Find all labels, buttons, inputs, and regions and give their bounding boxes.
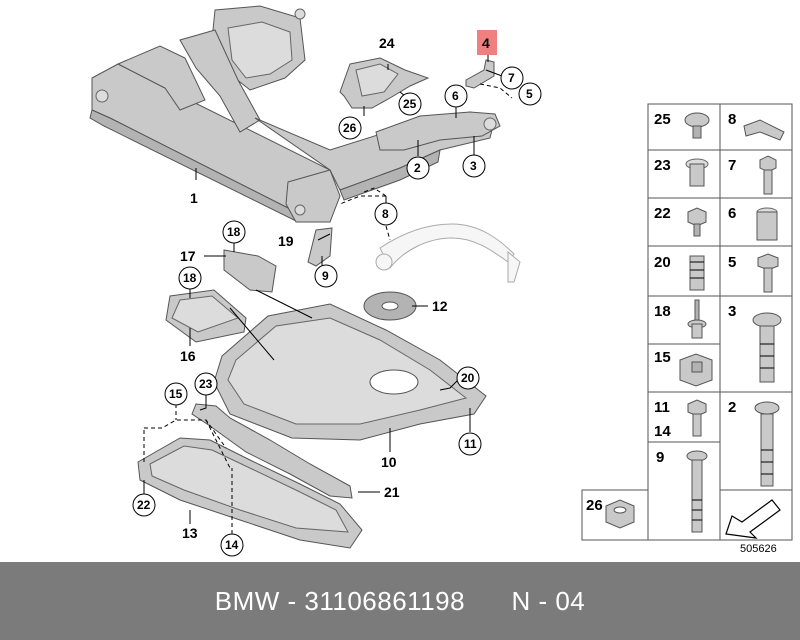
callout-6: 6 xyxy=(452,89,459,103)
fastener-25-icon xyxy=(684,112,710,139)
leader-lines xyxy=(143,54,513,534)
callout-25: 25 xyxy=(403,97,417,111)
callout-13: 13 xyxy=(182,525,198,541)
callout-18-a: 18 xyxy=(227,225,241,239)
legend-20: 20 xyxy=(654,254,671,271)
fastener-3-icon xyxy=(752,312,782,383)
callout-11: 11 xyxy=(464,437,477,451)
legend-7: 7 xyxy=(728,157,736,174)
callout-7: 7 xyxy=(508,71,515,85)
fastener-18-icon xyxy=(687,299,707,339)
fastener-8-icon xyxy=(743,119,785,141)
fastener-11-icon xyxy=(687,399,707,437)
callout-19: 19 xyxy=(278,233,294,249)
legend-9: 9 xyxy=(656,449,664,466)
legend-25: 25 xyxy=(654,111,671,128)
shield-13 xyxy=(137,437,363,549)
fastener-15-icon xyxy=(679,353,713,387)
callout-17: 17 xyxy=(180,248,196,264)
parts-diagram: 1 2 3 4 5 6 7 8 9 10 11 12 13 14 15 16 1… xyxy=(89,5,793,557)
fastener-2-icon xyxy=(754,401,780,487)
direction-arrow-icon xyxy=(725,499,781,539)
legend-3: 3 xyxy=(728,303,736,320)
underbody-panel-10 xyxy=(213,303,487,441)
legend-11: 11 xyxy=(654,399,670,416)
control-arm xyxy=(375,223,521,283)
bracket-19 xyxy=(307,227,333,267)
callout-10: 10 xyxy=(381,454,397,470)
bracket-assembly xyxy=(375,111,501,151)
callout-9: 9 xyxy=(322,269,329,283)
fastener-5-icon xyxy=(757,253,779,293)
callout-21: 21 xyxy=(384,484,400,500)
callout-26: 26 xyxy=(343,121,357,135)
callout-4: 4 xyxy=(482,35,490,51)
callout-3: 3 xyxy=(470,159,477,173)
fastener-23-icon xyxy=(685,158,709,187)
legend-22: 22 xyxy=(654,205,671,222)
legend-15: 15 xyxy=(654,349,671,366)
shield-16 xyxy=(165,289,247,343)
callout-2: 2 xyxy=(414,161,421,175)
callout-24: 24 xyxy=(379,35,395,51)
fastener-22-icon xyxy=(687,207,707,237)
shield-17 xyxy=(223,249,277,293)
fastener-26-icon xyxy=(605,499,635,529)
legend-26: 26 xyxy=(586,497,603,514)
callout-1: 1 xyxy=(190,190,198,206)
callout-8: 8 xyxy=(382,207,389,221)
callout-20: 20 xyxy=(461,371,475,385)
legend-18: 18 xyxy=(654,303,671,320)
callout-15: 15 xyxy=(169,387,183,401)
legend-14: 14 xyxy=(654,423,671,440)
callout-22: 22 xyxy=(137,498,151,512)
legend-2: 2 xyxy=(728,399,736,416)
heat-shield-24 xyxy=(339,57,430,109)
legend-6: 6 xyxy=(728,205,736,222)
legend-23: 23 xyxy=(654,157,671,174)
fastener-6-icon xyxy=(756,207,778,241)
highlight-box-4 xyxy=(477,30,497,55)
callout-16: 16 xyxy=(180,348,196,364)
legend-5: 5 xyxy=(728,254,736,271)
front-axle-subframe xyxy=(89,5,496,223)
bracket-4 xyxy=(465,59,495,89)
parts-legend: 25 23 22 20 18 15 11 14 9 8 7 6 5 3 2 26 xyxy=(581,103,793,555)
fastener-20-icon xyxy=(689,255,705,291)
legend-8: 8 xyxy=(728,111,736,128)
footer-bar: BMW - 31106861198 N - 04 xyxy=(0,562,800,640)
fastener-9-icon xyxy=(686,450,708,533)
callout-labels: 1 2 3 4 5 6 7 8 9 10 11 12 13 14 15 16 1… xyxy=(132,30,542,557)
part-number-caption: BMW - 31106861198 N - 04 xyxy=(214,585,586,616)
callout-5: 5 xyxy=(526,87,533,101)
reference-number: 505626 xyxy=(740,543,777,555)
plate-12 xyxy=(363,291,417,321)
callout-12: 12 xyxy=(432,298,448,314)
callout-14: 14 xyxy=(225,538,239,552)
callout-18-b: 18 xyxy=(183,271,197,285)
callout-23: 23 xyxy=(199,377,213,391)
fastener-7-icon xyxy=(759,155,777,195)
